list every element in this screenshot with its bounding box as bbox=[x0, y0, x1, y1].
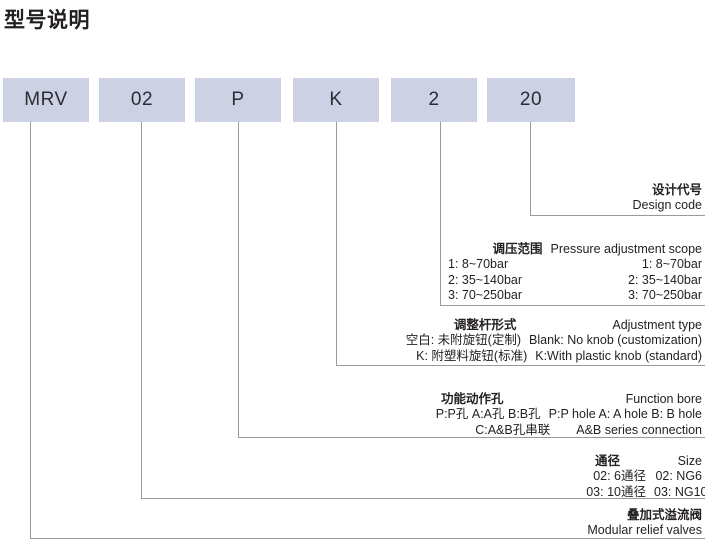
callout-title-cn: 设计代号 bbox=[651, 183, 702, 197]
leader-adjustment-type bbox=[335, 122, 705, 367]
callout-function-bore: 功能动作孔 Function bore P:P孔 A:A孔 B:B孔 P:P h… bbox=[436, 392, 702, 438]
callout-size: 通径 Size 02: 6通径 02: NG6 03: 10通径 03: NG1… bbox=[586, 454, 705, 500]
callout-title-cn: 调压范围 bbox=[492, 242, 543, 256]
callout-row-en: 2: 35~140bar bbox=[627, 272, 702, 287]
code-box-function-bore[interactable]: P bbox=[195, 78, 281, 122]
callout-modular-relief-valves: 叠加式溢流阀 Modular relief valves bbox=[587, 508, 702, 539]
callout-pressure-adjustment-scope: 调压范围 Pressure adjustment scope 1: 8~70ba… bbox=[412, 242, 702, 303]
callout-row-cn: 03: 10通径 bbox=[586, 484, 646, 499]
callout-row-en: 03: NG10 bbox=[654, 484, 705, 499]
callout-title-en: Design code bbox=[632, 198, 703, 213]
callout-row-cn: C:A&B孔串联 bbox=[475, 422, 551, 437]
callout-design-code: 设计代号 Design code bbox=[633, 183, 703, 214]
callout-title-en: Adjustment type bbox=[612, 318, 702, 332]
callout-row-en: P:P hole A: A hole B: B hole bbox=[548, 407, 702, 422]
callout-row-cn: 02: 6通径 bbox=[593, 469, 646, 484]
callout-row-en: A&B series connection bbox=[576, 422, 702, 437]
callout-row-en: 02: NG6 bbox=[655, 469, 702, 484]
callout-title-en: Size bbox=[677, 454, 702, 468]
leader-series bbox=[29, 122, 705, 540]
callout-row-en: 1: 8~70bar bbox=[641, 257, 702, 272]
callout-title-en: Pressure adjustment scope bbox=[550, 242, 702, 256]
callout-title-en: Modular relief valves bbox=[587, 523, 702, 538]
leader-function-bore bbox=[237, 122, 705, 439]
code-box-pressure[interactable]: 2 bbox=[391, 78, 477, 122]
model-code-row: MRV 02 P K 2 20 bbox=[0, 78, 705, 122]
callout-row-cn: 3: 70~250bar bbox=[448, 287, 523, 302]
callout-row-en: 3: 70~250bar bbox=[627, 287, 702, 302]
leader-design-code bbox=[529, 122, 705, 217]
callout-title-cn: 调整杆形式 bbox=[453, 318, 517, 332]
code-box-adjust-type[interactable]: K bbox=[293, 78, 379, 122]
code-box-size[interactable]: 02 bbox=[99, 78, 185, 122]
leader-size bbox=[140, 122, 705, 500]
leader-pressure bbox=[439, 122, 705, 307]
callout-title-cn: 通径 bbox=[594, 454, 620, 468]
code-box-series[interactable]: MRV bbox=[3, 78, 89, 122]
callout-row-cn: P:P孔 A:A孔 B:B孔 bbox=[435, 407, 541, 422]
callout-row-en: Blank: No knob (customization) bbox=[529, 333, 702, 348]
page-title: 型号说明 bbox=[4, 9, 90, 32]
callout-title-cn: 叠加式溢流阀 bbox=[626, 508, 702, 522]
code-box-design-code[interactable]: 20 bbox=[487, 78, 575, 122]
callout-row-cn: 空白: 未附旋钮(定制) bbox=[405, 333, 521, 348]
callout-title-cn: 功能动作孔 bbox=[441, 392, 504, 406]
callout-row-en: K:With plastic knob (standard) bbox=[535, 348, 702, 363]
callout-title-en: Function bore bbox=[625, 392, 702, 406]
callout-row-cn: 2: 35~140bar bbox=[448, 272, 523, 287]
callout-row-cn: K: 附塑料旋钮(标准) bbox=[416, 348, 528, 363]
callout-adjustment-type: 调整杆形式 Adjustment type 空白: 未附旋钮(定制) Blank… bbox=[406, 318, 702, 364]
callout-row-cn: 1: 8~70bar bbox=[448, 257, 509, 272]
